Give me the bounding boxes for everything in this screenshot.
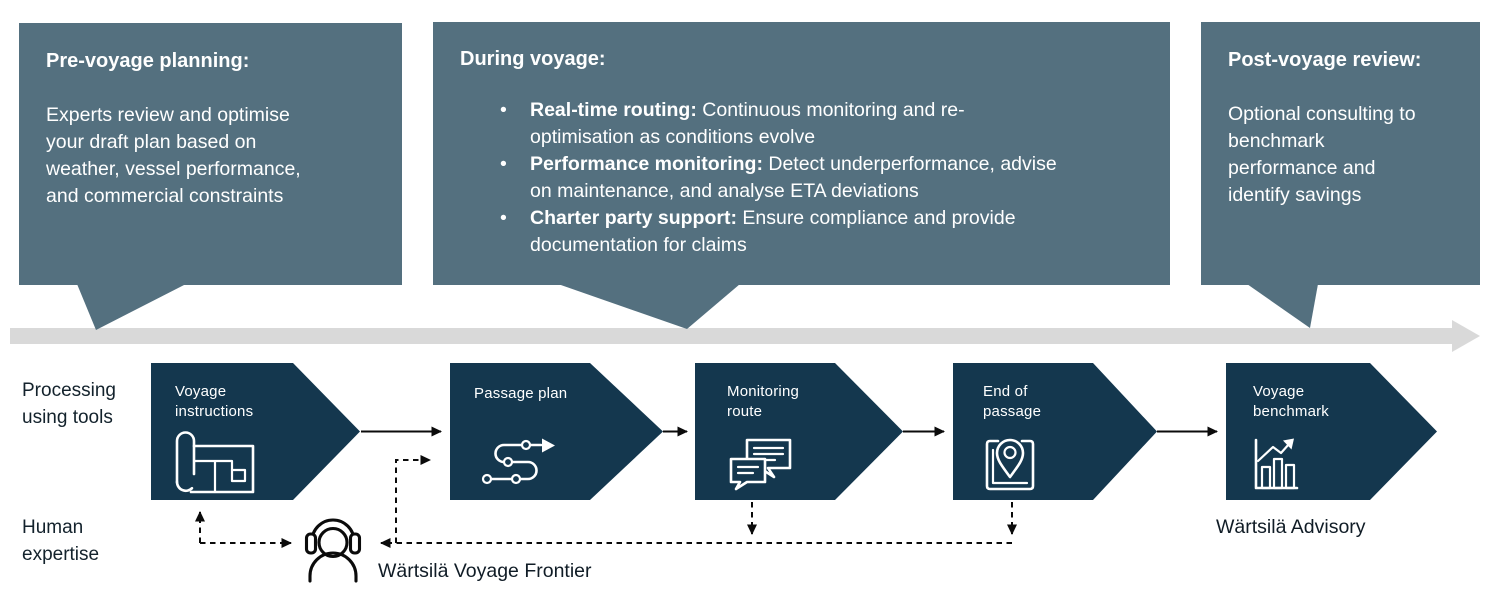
route-dot-3 <box>502 456 514 468</box>
headset-earcup-left <box>304 532 318 555</box>
callout-pre-voyage-body: Experts review and optimise your draft p… <box>46 104 301 207</box>
callout-post-voyage-tail <box>1247 284 1318 328</box>
chevron-label-monitoring-route: Monitoring route <box>727 382 799 422</box>
bullet-lead: Real-time routing: <box>530 99 697 121</box>
bullet-text: Real-time routing: Continuous monitoring… <box>530 97 965 151</box>
bar-chart-icon <box>1254 438 1299 490</box>
route-dot-1 <box>481 473 493 485</box>
map-pin-icon <box>985 438 1035 491</box>
chat-bubbles-icon <box>729 438 792 491</box>
bullet-marker: • <box>500 207 507 229</box>
chevron-label-line: instructions <box>175 403 254 420</box>
blueprint-icon <box>175 431 255 494</box>
chevron-label-line: passage <box>983 403 1042 420</box>
callout-pre-voyage: Pre-voyage planning: Experts review and … <box>19 23 402 285</box>
blueprint-sheet <box>189 444 255 494</box>
chevron-voyage-instructions <box>151 363 360 500</box>
label-wartsila-advisory: Wärtsilä Advisory <box>1216 516 1366 538</box>
blueprint-plan-lines <box>192 459 234 494</box>
callout-pre-voyage-tail <box>77 284 186 330</box>
callout-post-voyage: Post-voyage review: Optional consulting … <box>1201 22 1480 285</box>
label-wartsila-voyage-frontier: Wärtsilä Voyage Frontier <box>378 560 592 582</box>
callout-post-voyage-title: Post-voyage review: <box>1228 49 1422 71</box>
chevron-label-voyage-instructions: Voyage instructions <box>175 382 253 422</box>
route-icon <box>481 438 555 485</box>
headset-shoulders <box>308 551 358 583</box>
bullet-charter-party-support: • Charter party support: Ensure complian… <box>460 205 1144 259</box>
bullet-rest: Continuous monitoring and re- optimisati… <box>530 99 965 148</box>
bullet-marker: • <box>500 153 507 175</box>
chat-bubble-small-lines <box>736 465 760 475</box>
map-outline <box>985 439 1035 491</box>
chevron-label-passage-plan: Passage plan <box>474 384 567 404</box>
map-inner-corner <box>991 448 1029 485</box>
bullet-marker: • <box>500 99 507 121</box>
chart-bar-3 <box>1284 463 1296 490</box>
bullet-real-time-routing: • Real-time routing: Continuous monitori… <box>460 97 1144 151</box>
chevron-label-line: benchmark <box>1253 403 1330 420</box>
chevron-label-line: End of <box>983 383 1028 400</box>
bullet-text: Charter party support: Ensure compliance… <box>530 205 1016 259</box>
headset-person-icon <box>304 518 362 583</box>
chart-bar-1 <box>1260 465 1272 490</box>
bullet-lead: Charter party support: <box>530 207 737 229</box>
blueprint-curl <box>175 480 194 493</box>
route-dot-2 <box>510 473 522 485</box>
chevron-label-voyage-benchmark: Voyage benchmark <box>1253 382 1329 422</box>
route-dot-4 <box>520 439 532 451</box>
lane-label-human-expertise: Human expertise <box>22 517 100 565</box>
route-arrowhead <box>542 438 555 453</box>
bullet-lead: Performance monitoring: <box>530 153 763 175</box>
bullet-performance-monitoring: • Performance monitoring: Detect underpe… <box>460 151 1144 205</box>
lane-label-processing-using-tools: Processing using tools <box>22 380 116 428</box>
callout-pre-voyage-title: Pre-voyage planning: <box>46 50 250 72</box>
blueprint-plan-room <box>230 468 247 483</box>
callout-during-voyage-tail <box>558 284 740 329</box>
chevron-label-end-of-passage: End of passage <box>983 382 1041 422</box>
chevron-voyage-benchmark <box>1226 363 1437 500</box>
chevron-label-line: Voyage <box>175 383 227 400</box>
bullet-rest: Detect underperformance, advise on maint… <box>530 153 1057 202</box>
chevron-label-line: Monitoring <box>727 383 800 400</box>
timeline-arrow <box>10 320 1480 352</box>
chart-bar-2 <box>1272 457 1284 490</box>
callout-during-voyage-title: During voyage: <box>460 48 606 70</box>
map-pin-hole <box>1003 445 1017 460</box>
blueprint-roll <box>175 431 196 484</box>
headset-earcup-right <box>348 532 362 555</box>
callout-during-voyage-bullets: • Real-time routing: Continuous monitori… <box>460 97 1144 259</box>
human-expertise-connectors <box>195 455 1017 548</box>
chart-trend-arrowhead <box>1283 438 1294 450</box>
dashed-arrow-to-passage-plan <box>395 455 431 543</box>
chart-trend-line <box>1256 442 1291 463</box>
headset-head <box>317 526 349 559</box>
chevron-passage-plan <box>450 363 663 500</box>
bullet-rest: Ensure compliance and provide documentat… <box>530 207 1016 256</box>
chevron-label-line: Passage plan <box>474 385 568 402</box>
chart-axes <box>1254 438 1299 490</box>
chevron-label-line: Voyage <box>1253 383 1305 400</box>
callout-during-voyage: During voyage: • Real-time routing: Cont… <box>433 22 1170 285</box>
bullet-text: Performance monitoring: Detect underperf… <box>530 151 1057 205</box>
chevron-label-line: route <box>727 403 763 420</box>
callout-post-voyage-body: Optional consulting to benchmark perform… <box>1228 103 1416 206</box>
route-path <box>485 443 543 481</box>
